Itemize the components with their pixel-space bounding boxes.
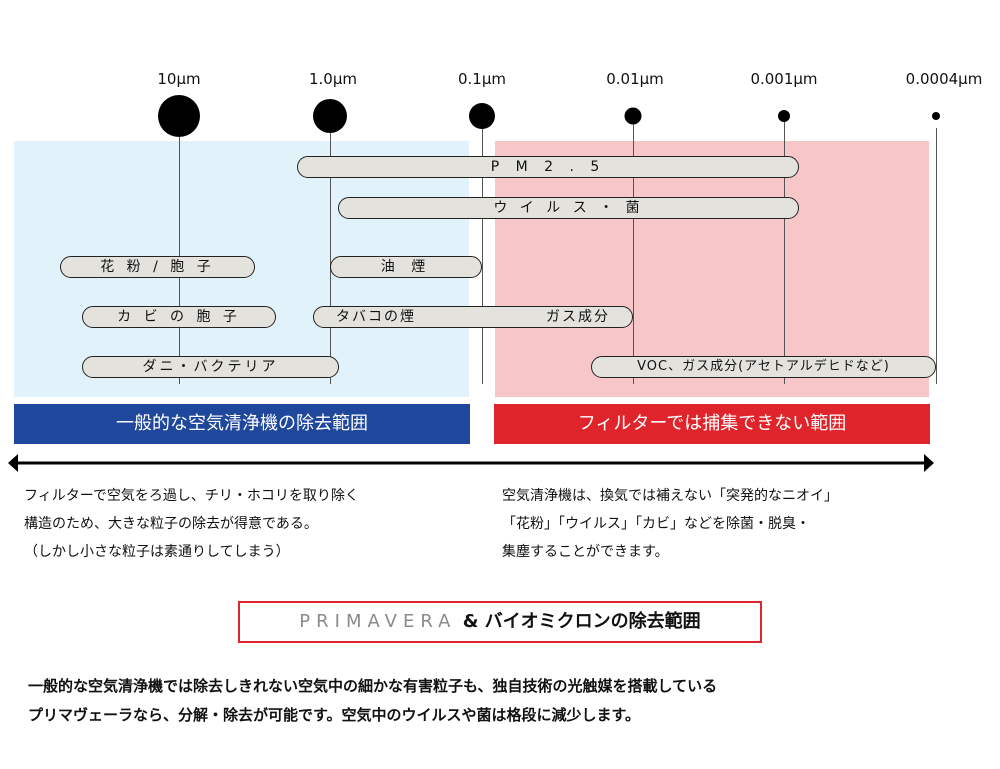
particle-dot-0.0004um bbox=[932, 112, 940, 120]
desc-line: 集塵することができます。 bbox=[502, 544, 669, 560]
range-virus-bacteria: ウ イ ル ス ・ 菌 bbox=[338, 197, 799, 219]
range-tobacco-gas: タバコの煙 ガス成分 bbox=[313, 306, 633, 328]
scale-line-0.01um bbox=[633, 116, 634, 384]
general-purifier-range-banner: 一般的な空気清浄機の除去範囲 bbox=[14, 404, 470, 444]
brand-primavera: PRIMAVERA bbox=[299, 611, 457, 632]
removal-range-title-box: PRIMAVERA & バイオミクロンの除去範囲 bbox=[238, 601, 762, 643]
left-description: フィルターで空気をろ過し、チリ・ホコリを取り除く 構造のため、大きな粒子の除去が… bbox=[24, 482, 359, 566]
scale-label: 0.001μm bbox=[750, 70, 818, 88]
double-arrow bbox=[8, 454, 934, 472]
range-pm25: P M 2 . 5 bbox=[297, 156, 799, 178]
unfiltered-range-region bbox=[495, 141, 929, 397]
bottom-line: プリマヴェーラなら、分解・除去が可能です。空気中のウイルスや菌は格段に減少します… bbox=[28, 706, 641, 724]
desc-line: （しかし小さな粒子は素通りしてしまう） bbox=[24, 544, 290, 560]
scale-line-0.0004um bbox=[936, 128, 937, 384]
desc-line: 「花粉」「ウイルス」「カビ」などを除菌・脱臭・ bbox=[502, 516, 810, 532]
particle-dot-0.1um bbox=[469, 103, 495, 129]
scale-label: 0.1μm bbox=[457, 70, 507, 88]
range-voc-gas: VOC、ガス成分(アセトアルデヒドなど) bbox=[591, 356, 936, 378]
bottom-description: 一般的な空気清浄機では除去しきれない空気中の細かな有害粒子も、独自技術の光触媒を… bbox=[28, 672, 717, 730]
scale-line-1um bbox=[330, 116, 331, 384]
scale-label: 0.0004μm bbox=[905, 70, 983, 88]
scale-line-0.1um bbox=[482, 116, 483, 384]
scale-label: 10μm bbox=[157, 70, 201, 88]
range-mites-bacteria: ダニ・バクテリア bbox=[82, 356, 339, 378]
particle-dot-0.01um bbox=[624, 107, 642, 125]
particle-dot-10um bbox=[158, 95, 200, 137]
range-oil-smoke: 油 煙 bbox=[330, 256, 482, 278]
desc-line: 構造のため、大きな粒子の除去が得意である。 bbox=[24, 516, 318, 532]
scale-label: 1.0μm bbox=[308, 70, 358, 88]
gas-component-label: ガス成分 bbox=[546, 309, 610, 325]
tobacco-smoke-label: タバコの煙 bbox=[336, 309, 416, 325]
particle-dot-0.001um bbox=[778, 110, 790, 122]
title-rest: & バイオミクロンの除去範囲 bbox=[462, 611, 701, 632]
desc-line: 空気清浄機は、換気では補えない「突発的なニオイ」 bbox=[502, 488, 838, 504]
right-description: 空気清浄機は、換気では補えない「突発的なニオイ」 「花粉」「ウイルス」「カビ」な… bbox=[502, 482, 838, 566]
scale-line-0.001um bbox=[784, 116, 785, 384]
bottom-line: 一般的な空気清浄機では除去しきれない空気中の細かな有害粒子も、独自技術の光触媒を… bbox=[28, 677, 718, 695]
scale-line-10um bbox=[179, 116, 180, 384]
range-mold-spores: カ ビ の 胞 子 bbox=[82, 306, 276, 328]
range-pollen-spores: 花 粉 / 胞 子 bbox=[60, 256, 255, 278]
scale-label: 0.01μm bbox=[606, 70, 664, 88]
particle-dot-1um bbox=[313, 99, 347, 133]
filter-uncapturable-range-banner: フィルターでは捕集できない範囲 bbox=[494, 404, 930, 444]
desc-line: フィルターで空気をろ過し、チリ・ホコリを取り除く bbox=[24, 488, 359, 504]
